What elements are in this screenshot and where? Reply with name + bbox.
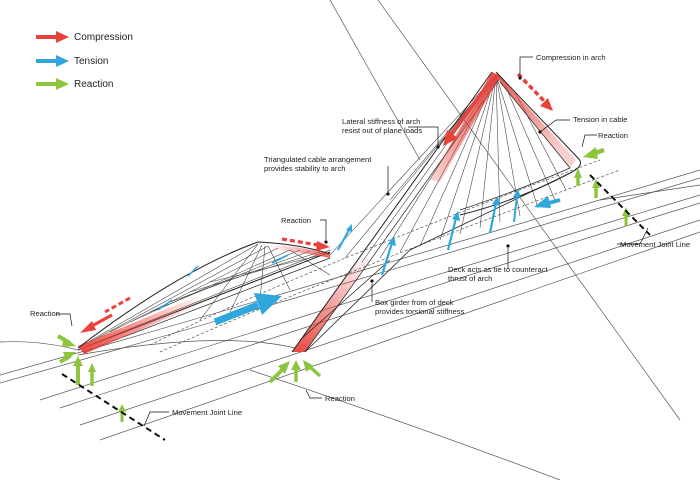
tension-cable-head-3	[452, 211, 460, 221]
compression-arrow-left	[80, 313, 113, 333]
movement-joint-line-right	[589, 174, 651, 236]
reaction-arrows-left-support	[56, 334, 126, 422]
compression-arrow-mid	[281, 237, 330, 251]
reaction-arrows	[56, 147, 630, 422]
legend-item-compression: Compression	[36, 31, 133, 43]
label-compression-in-arch: Compression in arch	[536, 53, 606, 62]
legend-item-tension: Tension	[36, 55, 108, 67]
label-reaction-left: Reaction	[30, 309, 60, 318]
legend-label-reaction: Reaction	[74, 79, 113, 90]
label-movement-joint-right: Movement Joint Line	[620, 240, 690, 249]
legend-label-compression: Compression	[74, 32, 133, 43]
compression-arrow-apex-left	[443, 88, 486, 146]
label-reaction-bottom: Reaction	[325, 394, 355, 403]
label-lateral-stiffness-line1: Lateral stiffness of arch	[342, 117, 420, 126]
label-movement-joint-left: Movement Joint Line	[172, 408, 242, 417]
tension-cable-head-2	[388, 236, 396, 246]
compression-arrow-left-upper	[104, 296, 131, 314]
label-box-girder-line1: Box girder from of deck	[375, 298, 454, 307]
annotation-labels: Compression in arch Tension in cable Rea…	[30, 53, 690, 417]
tension-arrow-right-deck	[534, 196, 561, 208]
reaction-arrows-right-support	[574, 147, 630, 226]
tension-cable-arrow-1	[337, 227, 351, 251]
label-triangulated-line1: Triangulated cable arrangement	[264, 155, 372, 164]
tension-cable-arrow-3	[446, 217, 458, 251]
tension-cable-head-4	[492, 196, 500, 206]
tension-cable-arrow-4	[488, 202, 498, 234]
compression-arrows	[80, 72, 553, 333]
label-tension-in-cable: Tension in cable	[573, 115, 627, 124]
legend-label-tension: Tension	[74, 56, 108, 67]
leader-lines	[56, 56, 649, 427]
reaction-arrows-bottom-support	[268, 360, 322, 384]
tension-cable-arrow-2	[380, 242, 394, 276]
movement-joint-lines	[61, 174, 651, 441]
label-deck-tie-line1: Deck acts as tie to counteract	[448, 265, 548, 274]
label-triangulated-line2: provides stability to arch	[264, 164, 345, 173]
tension-cable-head-1	[346, 224, 352, 232]
tension-arrow-deck-large	[213, 293, 282, 326]
tension-cable-arrow-8	[187, 265, 199, 277]
tension-cable-head-5	[513, 189, 521, 198]
label-reaction-right: Reaction	[598, 131, 628, 140]
label-box-girder-line2: provides torsional stiffness	[375, 307, 465, 316]
label-deck-tie-line2: thrust of arch	[448, 274, 492, 283]
tension-cable-arrow-7	[157, 299, 173, 311]
compression-arrow-apex-right	[516, 72, 553, 111]
label-reaction-mid: Reaction	[281, 216, 311, 225]
movement-joint-line-left	[61, 373, 166, 441]
label-lateral-stiffness-line2: resist out of plane loads	[342, 126, 422, 135]
tension-cable-arrow-5	[513, 195, 518, 223]
legend-item-reaction: Reaction	[36, 78, 113, 90]
cables-right-fan	[329, 74, 567, 263]
cables-left-fan	[77, 243, 331, 349]
tension-cable-arrow-6	[271, 254, 289, 264]
tension-arrows	[157, 189, 561, 326]
legend: Compression Tension Reaction	[36, 31, 133, 90]
